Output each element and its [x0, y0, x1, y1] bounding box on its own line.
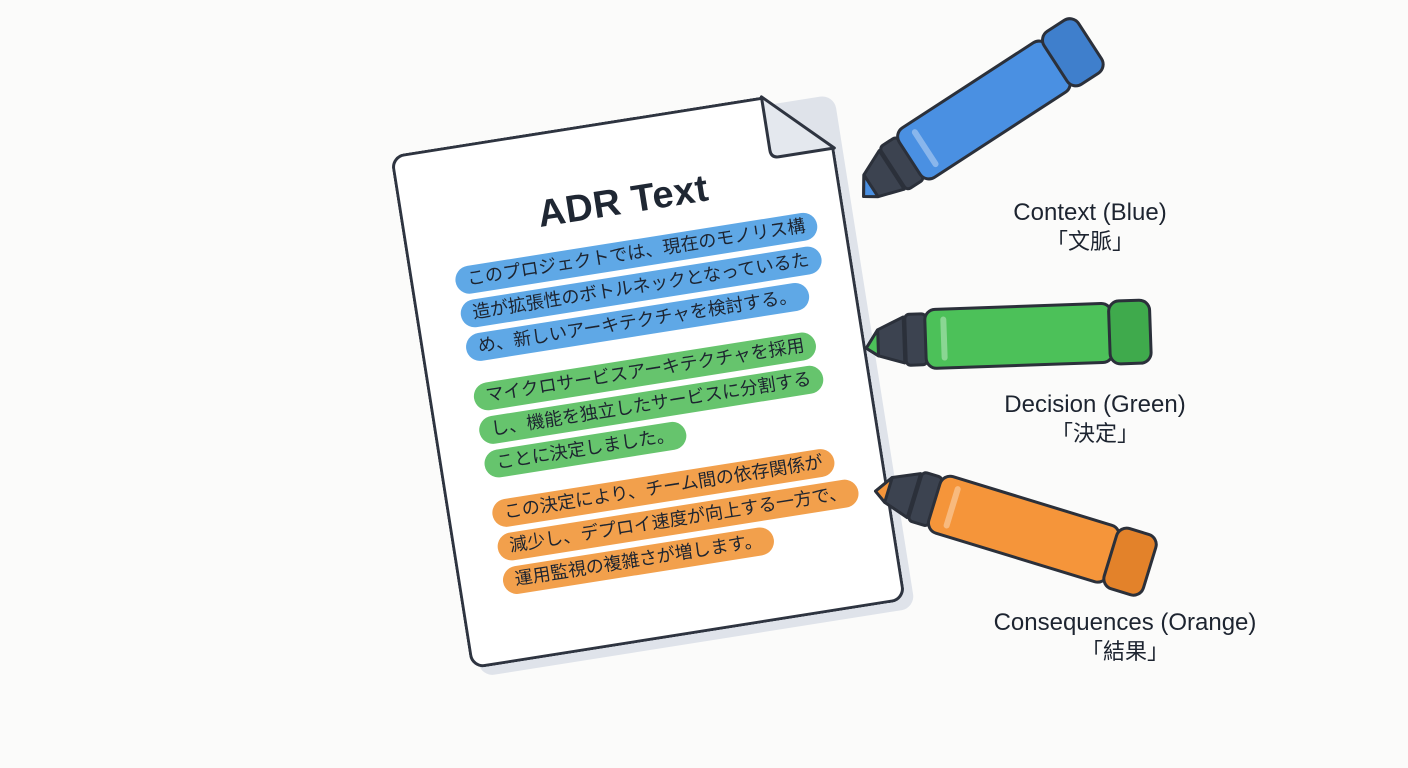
- context-label-en: Context (Blue): [1013, 199, 1167, 226]
- adr-document: ADR Text このプロジェクトでは、現在のモノリス構 造が拡張性のボトルネッ…: [390, 87, 916, 677]
- page-fold-icon: [759, 95, 836, 159]
- consequences-label-jp: 「結果」: [1080, 640, 1169, 665]
- consequences-label-en: Consequences (Orange): [993, 609, 1257, 636]
- context-label-jp: 「文脈」: [1045, 230, 1134, 255]
- green-highlighter-icon: [864, 298, 1153, 371]
- decision-label-jp: 「決定」: [1050, 422, 1139, 447]
- decision-label-en: Decision (Green): [1004, 391, 1186, 418]
- decision-label: Decision (Green) 「決定」: [980, 390, 1210, 450]
- orange-highlighter-icon: [874, 465, 1161, 600]
- blue-highlighter-icon: [862, 12, 1110, 199]
- context-label: Context (Blue) 「文脈」: [990, 198, 1190, 258]
- document-sheet: ADR Text このプロジェクトでは、現在のモノリス構 造が拡張性のボトルネッ…: [390, 87, 906, 669]
- consequences-label: Consequences (Orange) 「結果」: [970, 608, 1280, 668]
